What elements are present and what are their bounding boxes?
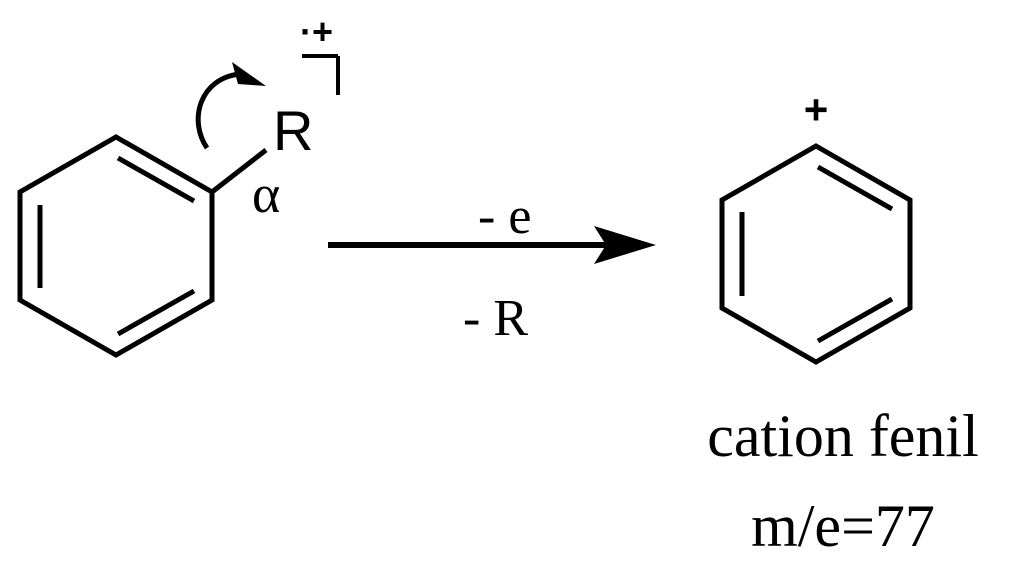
reaction-arrow bbox=[328, 226, 656, 264]
condition-above: - e bbox=[478, 188, 531, 245]
alpha-bond bbox=[210, 148, 268, 194]
product-charge-label: + bbox=[804, 86, 829, 133]
product-double-bond-3 bbox=[816, 296, 894, 344]
product-name: cation fenil bbox=[707, 403, 979, 469]
product-ring-bonds bbox=[719, 143, 913, 365]
product-double-bond-1 bbox=[816, 164, 894, 212]
reactant-double-bond-3 bbox=[116, 288, 196, 337]
arrow-head-icon bbox=[594, 226, 656, 264]
curved-arrow-icon bbox=[195, 62, 266, 150]
radical-cation-label: ·+ bbox=[300, 11, 333, 52]
substituent-label: R bbox=[273, 99, 313, 162]
product-mass-label: m/e=77 bbox=[751, 493, 935, 559]
condition-below: - R bbox=[463, 290, 528, 347]
reactant-double-bond-1 bbox=[116, 155, 196, 204]
reactant-benzene-ring bbox=[17, 134, 215, 358]
alpha-label: α bbox=[252, 164, 280, 224]
product-benzene-ring bbox=[719, 143, 913, 365]
radical-cation-bracket bbox=[302, 54, 340, 95]
reactant-ring-bonds bbox=[17, 134, 215, 358]
